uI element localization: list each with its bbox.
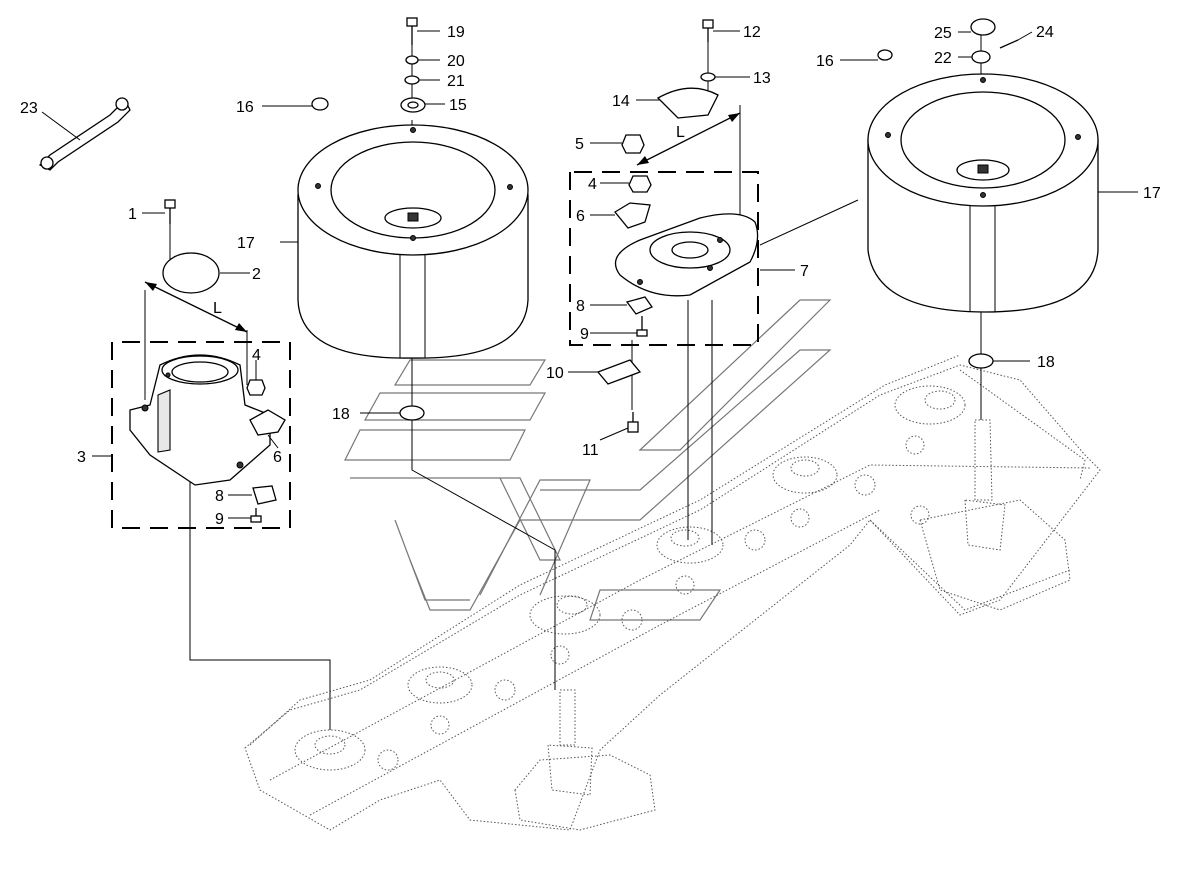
callout-5: 5: [575, 136, 584, 153]
callout-11: 11: [582, 442, 599, 459]
drum-left: [297, 124, 529, 359]
watermark-logo: [344, 299, 832, 621]
dimension-lines: [144, 112, 741, 333]
callout-17-right: 17: [1143, 185, 1161, 202]
callout-16-left: 16: [236, 99, 254, 116]
hub-cone: [129, 354, 271, 486]
callout-8-left: 8: [215, 488, 224, 505]
callout-6-center: 6: [576, 208, 585, 225]
callout-13: 13: [753, 70, 771, 87]
bolt-icon: [164, 199, 176, 224]
cutter-bar: [244, 354, 1101, 831]
callout-21: 21: [447, 73, 465, 90]
callout-8-center: 8: [576, 298, 585, 315]
callout-labels: 1 2 3 4 6 8 9 5 4 6 7 8 9 10 11 12 13 14…: [20, 24, 1161, 528]
group-frame-left: [111, 341, 291, 529]
callout-23: 23: [20, 100, 38, 117]
callout-4-center: 4: [588, 176, 597, 193]
group-frame-center: [569, 171, 759, 346]
callout-15: 15: [449, 97, 467, 114]
callout-18-right: 18: [1037, 354, 1055, 371]
callout-24: 24: [1036, 24, 1054, 41]
drum-right: [867, 73, 1099, 313]
callout-16-right: 16: [816, 53, 834, 70]
small-parts: [38, 17, 1019, 523]
callout-14: 14: [612, 93, 630, 110]
callout-6-left: 6: [273, 449, 282, 466]
cutting-disc: [614, 213, 759, 297]
callout-2: 2: [252, 266, 261, 283]
leader-lines: [41, 30, 1138, 519]
dimension-label-l-center: L: [676, 124, 685, 141]
callout-18-left: 18: [332, 406, 350, 423]
callout-4-left: 4: [252, 347, 261, 364]
dimension-label-l-left: L: [213, 300, 222, 317]
callout-9-center: 9: [580, 326, 589, 343]
callout-12: 12: [743, 24, 761, 41]
callout-20: 20: [447, 53, 465, 70]
callout-10: 10: [546, 365, 564, 382]
callout-1: 1: [128, 206, 137, 223]
callout-25: 25: [934, 25, 952, 42]
callout-19: 19: [447, 24, 465, 41]
callout-9-left: 9: [215, 511, 224, 528]
callout-17-left: 17: [237, 235, 255, 252]
callout-3: 3: [77, 449, 86, 466]
callout-22: 22: [934, 50, 952, 67]
callout-7: 7: [800, 263, 809, 280]
